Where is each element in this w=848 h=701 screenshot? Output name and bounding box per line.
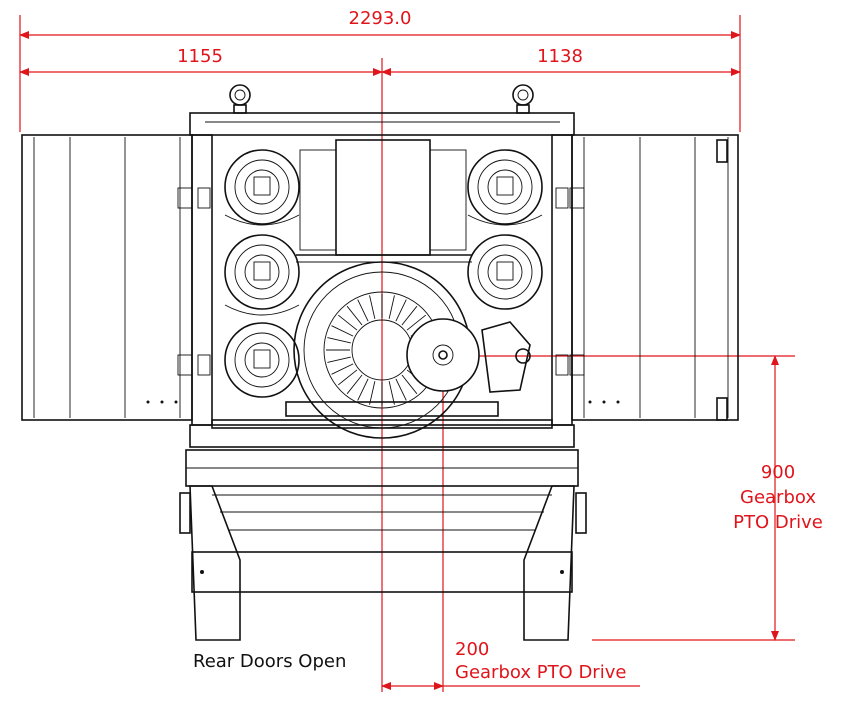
flywheel-spoke: [346, 374, 363, 395]
reels-left: [224, 149, 300, 398]
flywheel-spoke: [346, 305, 363, 326]
pto-height-value: 900: [761, 462, 795, 483]
lifting-eye-right: [512, 84, 534, 114]
left-door: [21, 134, 211, 421]
flywheel-spoke: [388, 295, 395, 319]
pto-height-line1: Gearbox: [740, 487, 816, 508]
right-half-label: 1138: [537, 46, 583, 67]
flywheel-spoke: [331, 325, 354, 337]
flywheel-spoke: [337, 369, 358, 386]
flywheel-spoke: [327, 356, 351, 363]
pto-height-line2: PTO Drive: [733, 512, 823, 533]
flywheel-spoke: [327, 337, 351, 344]
dimension-lines: [19, 15, 795, 692]
flywheel-spoke: [406, 314, 427, 331]
flywheel-spoke: [395, 299, 407, 322]
flywheel-spoke: [401, 374, 418, 395]
flywheel-spoke: [357, 378, 369, 401]
flywheel-spoke: [369, 381, 376, 405]
flywheel-spoke: [388, 381, 395, 405]
flywheel-spoke: [401, 305, 418, 326]
flywheel-spoke: [337, 314, 358, 331]
left-half-label: 1155: [177, 46, 223, 67]
flywheel-housing: [285, 261, 499, 439]
pto-drive-disc: [406, 318, 531, 393]
base-stand: [179, 449, 587, 641]
rear-doors-caption: Rear Doors Open: [193, 651, 346, 672]
lifting-eye-left: [229, 84, 251, 114]
pto-offset-value: 200: [455, 639, 489, 660]
right-door: [555, 134, 739, 421]
reels-right: [467, 149, 543, 310]
flywheel-spoke: [331, 363, 354, 375]
center-column: [296, 139, 472, 263]
flywheel-spoke: [369, 295, 376, 319]
main-frame: [189, 112, 575, 448]
flywheel-spoke: [357, 299, 369, 322]
flywheel-spoke: [395, 378, 407, 401]
overall-width-label: 2293.0: [349, 8, 412, 29]
pto-offset-label: Gearbox PTO Drive: [455, 662, 626, 683]
